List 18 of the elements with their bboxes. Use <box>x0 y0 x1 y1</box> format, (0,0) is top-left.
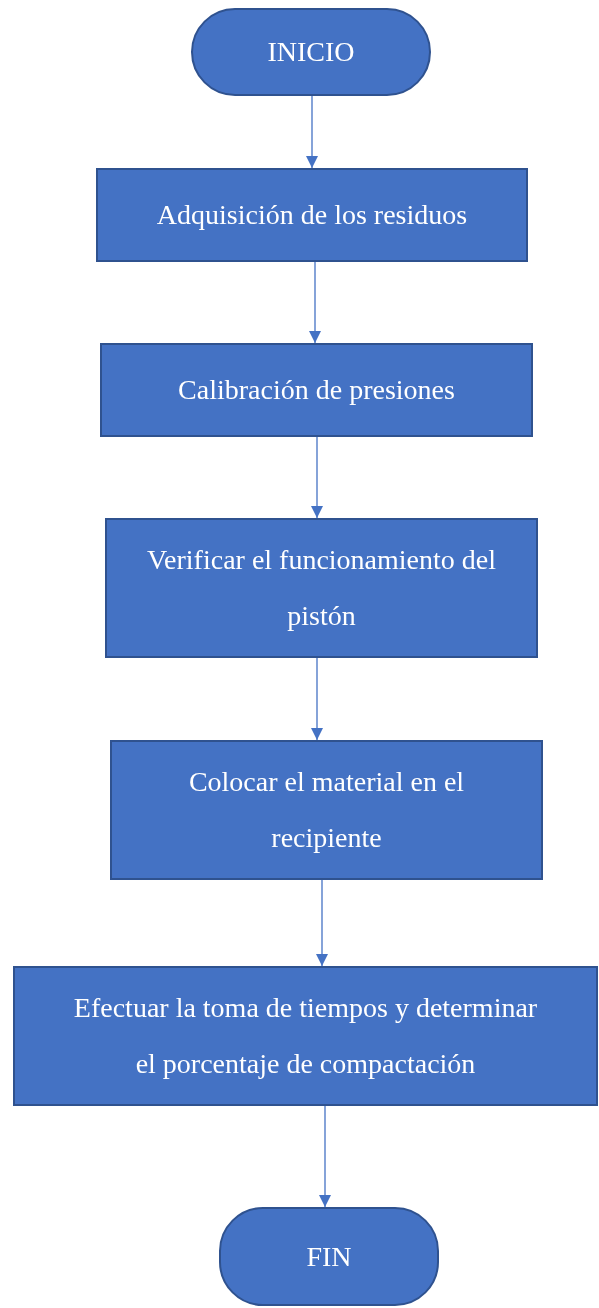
node-label: Verificar el funcionamiento del pistón <box>145 543 498 633</box>
arrow <box>311 657 323 741</box>
process-box <box>96 168 528 262</box>
arrow <box>316 879 328 967</box>
arrow <box>306 95 318 169</box>
arrow <box>309 261 321 344</box>
process-box <box>13 966 598 1106</box>
process-box <box>110 740 543 880</box>
node-label: Colocar el material en el recipiente <box>187 765 466 855</box>
node-label: Calibración de presiones <box>178 373 455 407</box>
process-box <box>105 518 538 658</box>
node-label: Efectuar la toma de tiempos y determinar el porcentaje de compactación <box>72 991 539 1081</box>
arrow <box>319 1105 331 1208</box>
node-label: FIN <box>306 1239 352 1274</box>
node-label: INICIO <box>267 35 355 69</box>
arrow <box>311 436 323 519</box>
node-label: Adquisición de los residuos <box>156 198 468 232</box>
process-box <box>100 343 533 437</box>
